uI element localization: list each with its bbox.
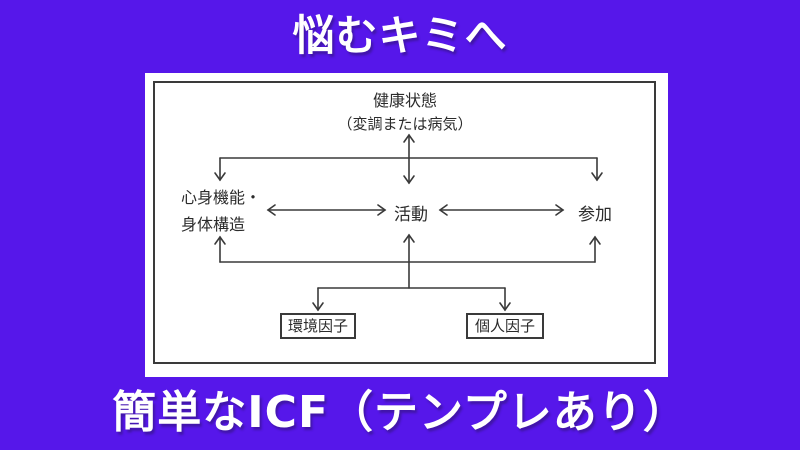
line-top-distribution xyxy=(214,157,603,182)
diagram-frame xyxy=(153,81,656,364)
icf-diagram-panel: 健康状態 （変調または病気） 心身機能・ 身体構造 活動 参加 環境因子 個人因… xyxy=(145,73,668,377)
line-lower-collection xyxy=(214,235,601,263)
arrow-factors-activity xyxy=(403,233,415,289)
node-participation: 参加 xyxy=(578,205,612,225)
arrow-body-activity xyxy=(266,204,387,216)
node-health-condition-sub: （変調または病気） xyxy=(337,115,473,133)
arrow-health-activity xyxy=(403,133,415,185)
top-title: 悩むキミへ xyxy=(292,11,508,60)
bottom-title: 簡単なICF（テンプレあり） xyxy=(112,387,688,438)
node-activity: 活動 xyxy=(394,205,428,225)
node-body-functions-line2: 身体構造 xyxy=(181,215,246,234)
node-health-condition: 健康状態 xyxy=(372,91,437,110)
node-body-functions-line1: 心身機能・ xyxy=(181,188,262,207)
node-personal-factors: 個人因子 xyxy=(466,313,544,339)
arrow-activity-participation xyxy=(438,204,565,216)
line-factors-branch xyxy=(312,287,511,312)
connector-arrows xyxy=(214,133,603,312)
node-environmental-factors: 環境因子 xyxy=(280,313,356,339)
